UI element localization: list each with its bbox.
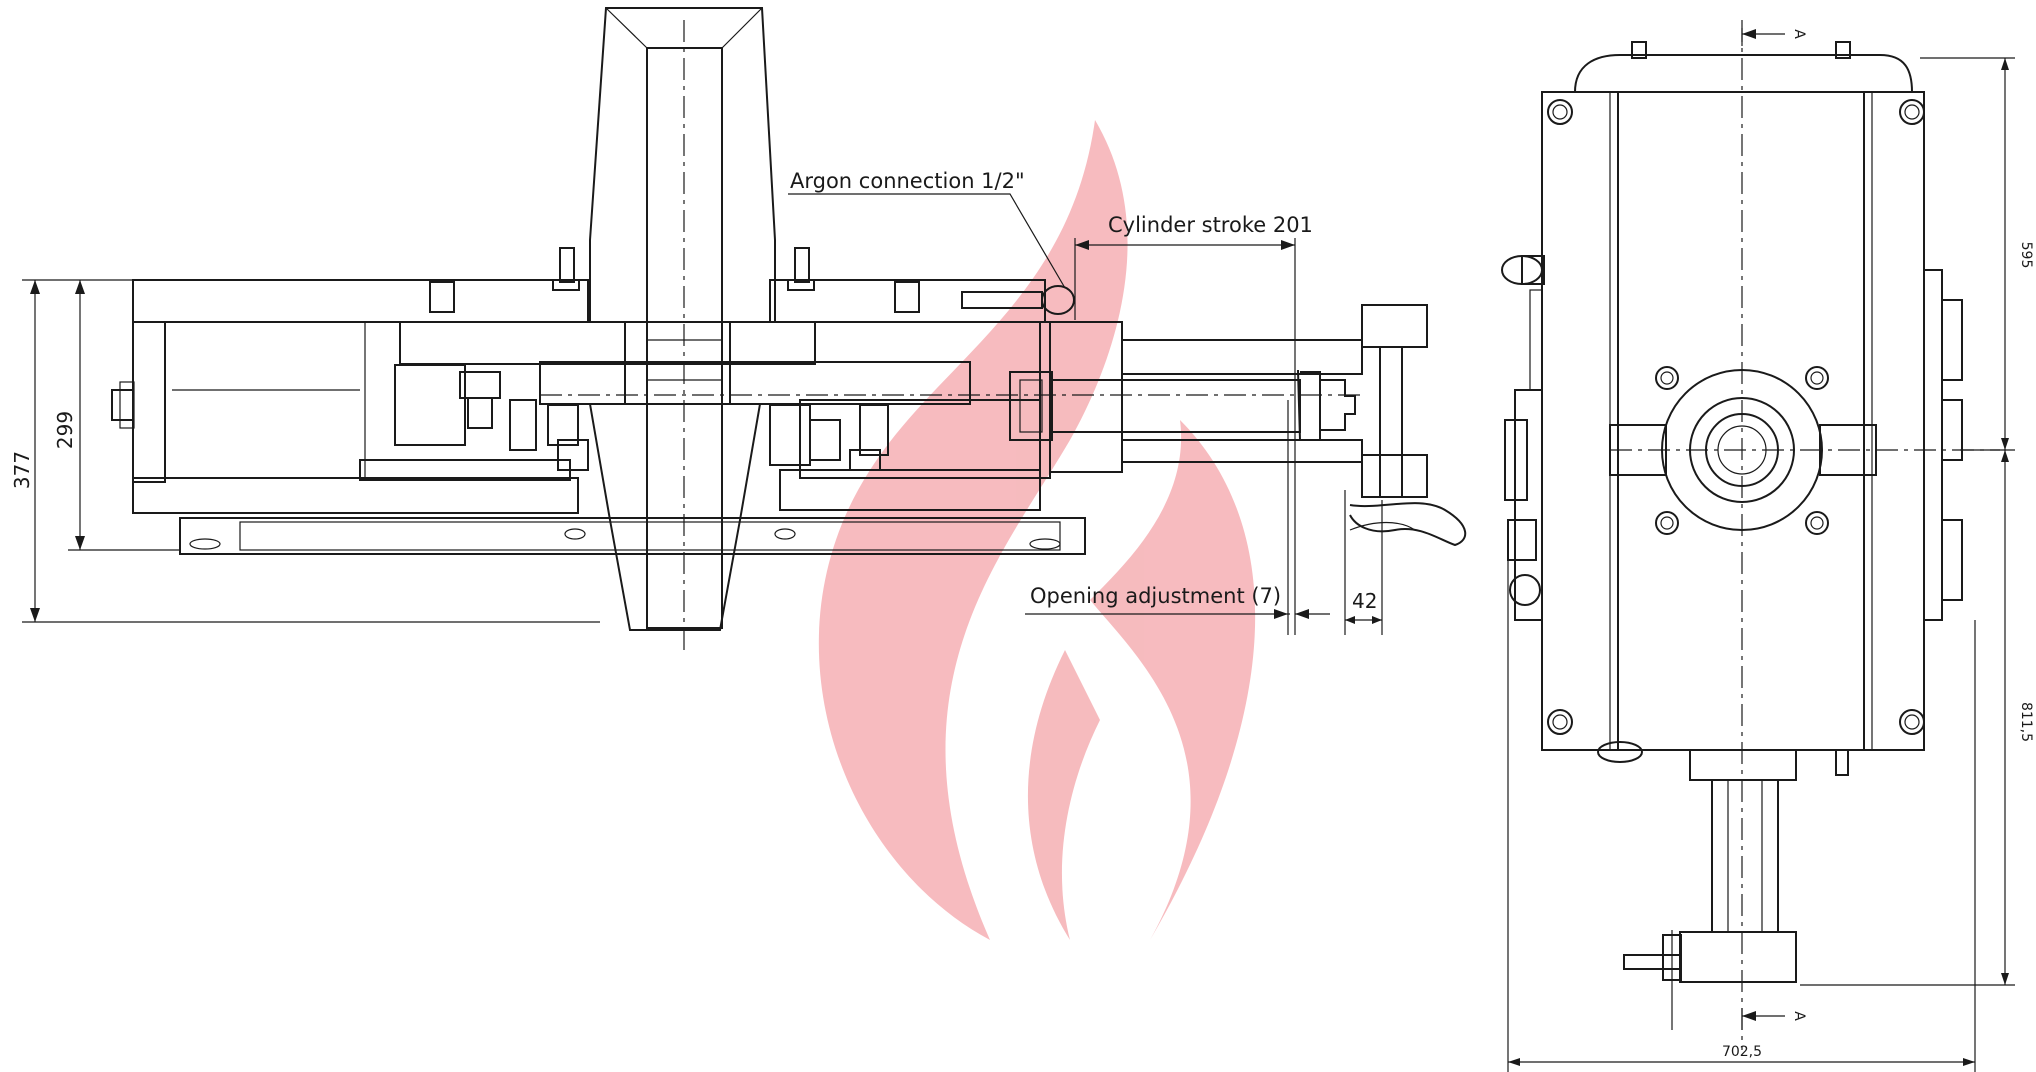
cylinder-barrel-bottom xyxy=(1121,439,1363,463)
bottom-housing-plate xyxy=(132,477,579,514)
label-argon-connection: Argon connection 1/2" xyxy=(790,169,1025,193)
inner-chamber xyxy=(164,321,366,479)
end-bracket xyxy=(1361,304,1428,348)
center-panel xyxy=(1617,91,1865,751)
dim-595: 595 xyxy=(2018,242,2034,269)
dim-811-5: 811,5 xyxy=(2018,702,2034,742)
label-cylinder-stroke: Cylinder stroke 201 xyxy=(1108,213,1313,237)
section-mark-bottom: A xyxy=(1791,1011,1807,1021)
top-housing-plate xyxy=(132,279,589,323)
dim-702-5: 702,5 xyxy=(1722,1044,1762,1060)
dim-377: 377 xyxy=(10,451,34,489)
section-mark-top: A xyxy=(1791,29,1807,39)
flame-watermark xyxy=(818,120,1256,940)
stem-tube xyxy=(1711,779,1779,933)
refractory-nozzle xyxy=(588,7,776,631)
dim-299: 299 xyxy=(53,411,77,449)
cylinder-barrel-top xyxy=(1121,339,1363,375)
side-view: A A 595 811,5 702,5 xyxy=(1501,20,2034,1072)
left-housing-wall xyxy=(132,321,166,483)
top-housing-plate-right xyxy=(769,279,1046,323)
upper-refractory-plate xyxy=(399,321,816,365)
main-frame xyxy=(1541,91,1925,751)
sliding-refractory-plate xyxy=(539,361,971,405)
base-plate xyxy=(179,517,1086,555)
section-view: 377 299 Argon connection 1/2" Cylinder s… xyxy=(10,7,1467,650)
dim-42: 42 xyxy=(1352,589,1377,613)
label-opening-adjustment: Opening adjustment (7) xyxy=(1030,584,1281,608)
